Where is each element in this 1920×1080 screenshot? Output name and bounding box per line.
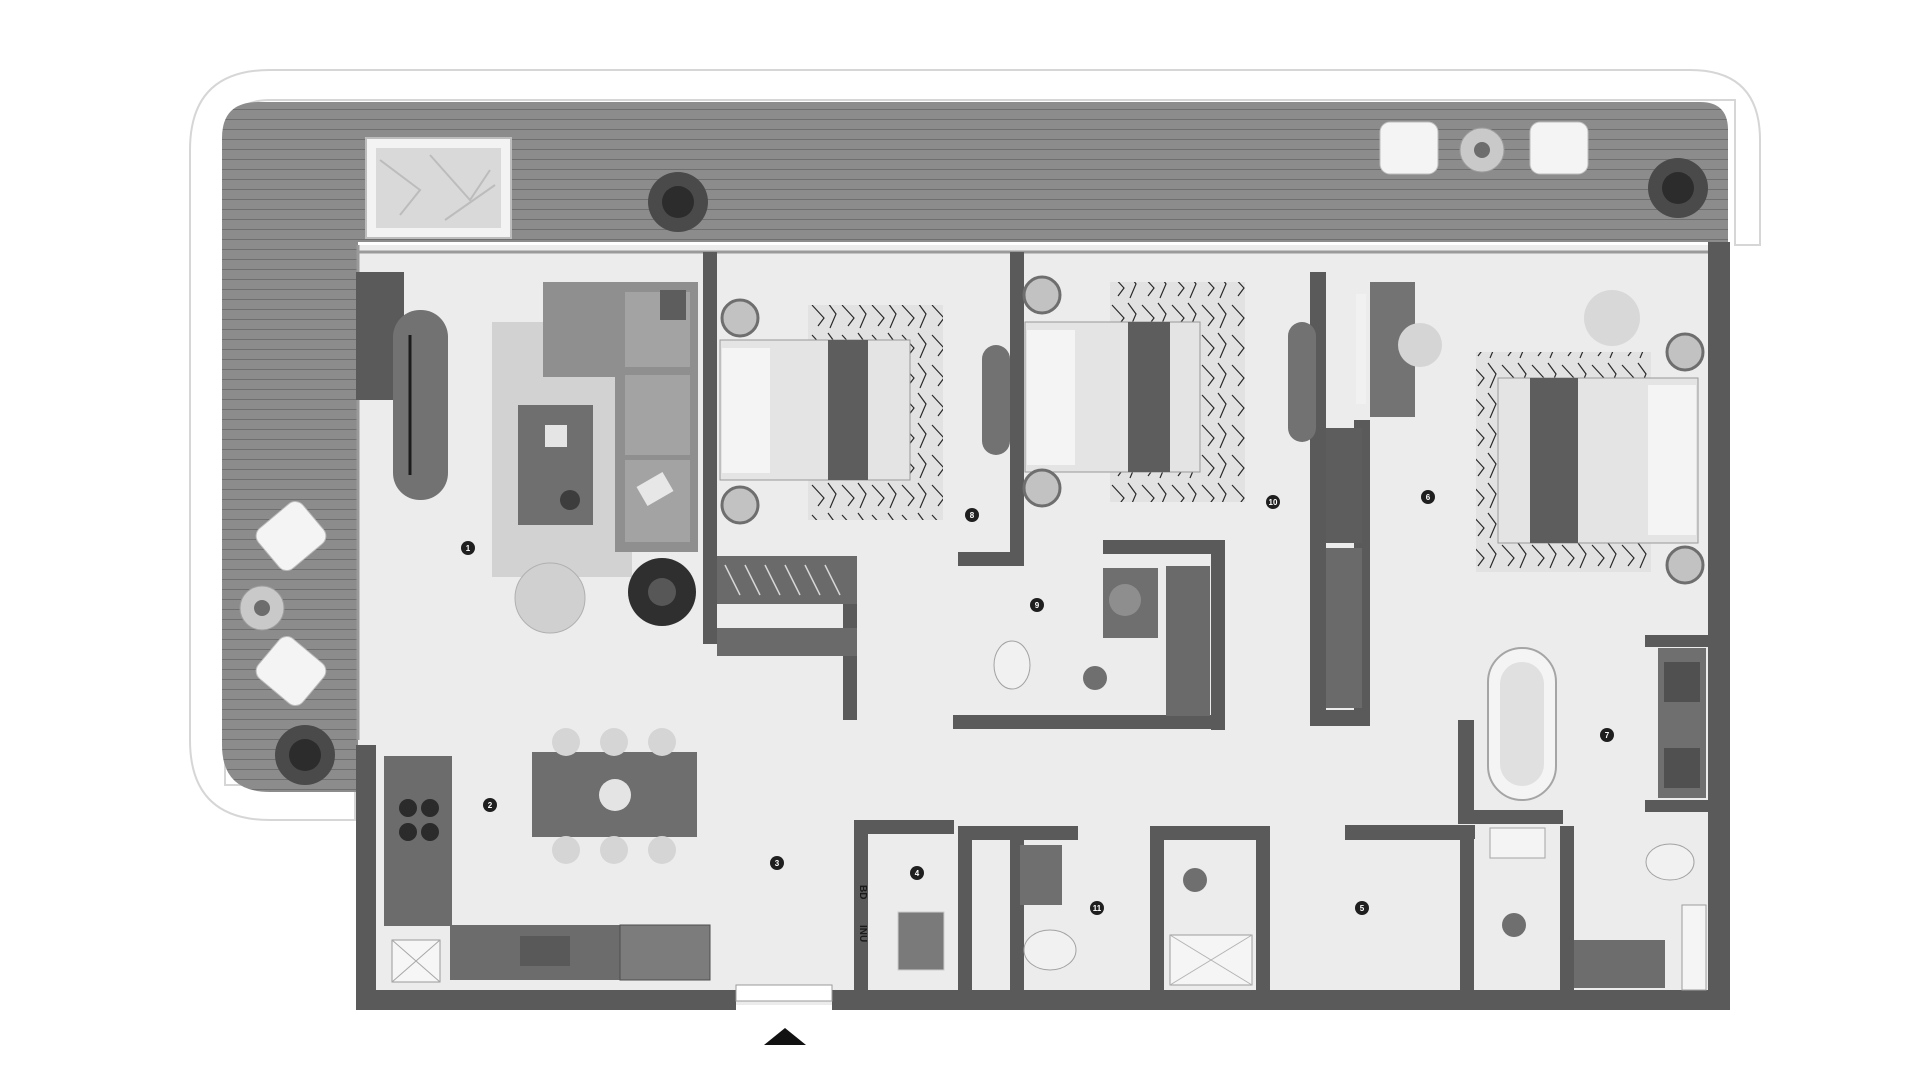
room-number-10: 10: [1266, 495, 1280, 509]
bath-7-lower: [1489, 827, 1546, 937]
room-number-6: 6: [1421, 490, 1435, 504]
terrace-side-table-2: [239, 585, 285, 631]
room-number-7: 7: [1600, 728, 1614, 742]
label-inu: INU: [857, 925, 868, 942]
shower-master: [1681, 904, 1707, 991]
svg-text:6: 6: [1426, 493, 1431, 502]
plant-terrace-1: [648, 172, 708, 232]
room-number-11: 11: [1090, 901, 1104, 915]
terrace-chair-3: [255, 501, 327, 571]
svg-text:7: 7: [1605, 731, 1610, 740]
svg-text:9: 9: [1035, 601, 1040, 610]
label-bd: BD: [857, 885, 868, 899]
terrace-side-table-1: [1459, 127, 1505, 173]
room-number-8: 8: [965, 508, 979, 522]
terrace-chair-1: [1379, 121, 1439, 175]
svg-text:1: 1: [466, 544, 471, 553]
vanity-bathroom-9: [1103, 568, 1158, 638]
bench-master-bath: [1565, 940, 1665, 988]
bed-bedroom-8: [719, 298, 943, 525]
kitchen-counter: [384, 756, 711, 981]
svg-text:5: 5: [1360, 904, 1365, 913]
plant-terrace-2: [1648, 158, 1708, 218]
svg-text:2: 2: [488, 801, 493, 810]
washer-dryer: [897, 911, 945, 971]
toilet-bathroom-9: [993, 640, 1031, 690]
room-number-9: 9: [1030, 598, 1044, 612]
room-number-5: 5: [1355, 901, 1369, 915]
room-number-4: 4: [910, 866, 924, 880]
sofa-sectional: [543, 282, 698, 552]
entrance-opening: [735, 984, 833, 1002]
bed-bedroom-6: [1476, 290, 1705, 585]
plant-indoor: [628, 558, 696, 626]
wardrobe-bedroom-8: [717, 556, 857, 604]
entrance-arrow-icon: [764, 1028, 806, 1045]
svg-text:10: 10: [1269, 498, 1278, 507]
terrace-chair-4: [255, 636, 327, 706]
svg-text:4: 4: [915, 869, 920, 878]
svg-text:8: 8: [970, 511, 975, 520]
shower-drain-bathroom-9: [1083, 666, 1107, 690]
wardrobe-bedroom-6: [1326, 428, 1362, 708]
toilet-master: [1645, 843, 1695, 881]
tv-unit-living: [393, 310, 448, 500]
wardrobe-bathroom-9: [1166, 566, 1210, 716]
jacuzzi: [365, 137, 512, 239]
double-vanity: [1658, 648, 1706, 798]
bathtub: [1487, 647, 1557, 801]
guest-wc-vanity: [1020, 845, 1062, 905]
desk-bedroom-6: [1288, 282, 1442, 442]
svg-text:11: 11: [1093, 904, 1102, 913]
coffee-table: [518, 405, 593, 525]
room-number-2: 2: [483, 798, 497, 812]
lounge-chair: [514, 562, 586, 634]
svg-text:3: 3: [775, 859, 780, 868]
bed-bedroom-10: [982, 275, 1245, 508]
terrace-chair-2: [1529, 121, 1589, 175]
dining-table: [532, 728, 697, 864]
shower-bath-11: [1169, 868, 1253, 986]
room-number-1: 1: [461, 541, 475, 555]
plant-terrace-3: [275, 725, 335, 785]
room-number-3: 3: [770, 856, 784, 870]
guest-wc-toilet: [1023, 929, 1077, 971]
fridge: [391, 939, 441, 983]
